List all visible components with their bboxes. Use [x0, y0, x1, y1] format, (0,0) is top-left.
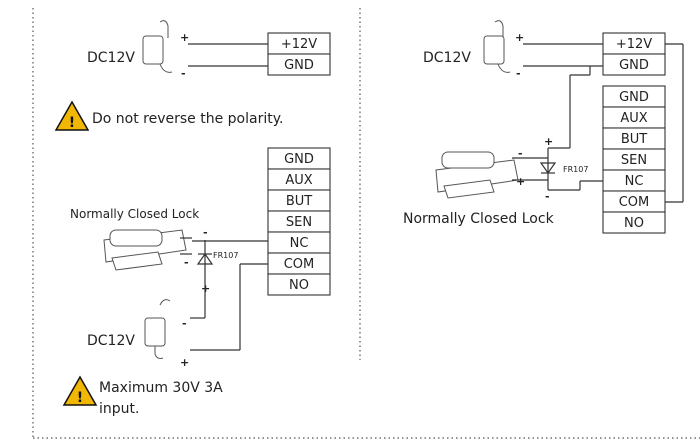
- left-diode-icon: [196, 240, 214, 280]
- left-power-top-label: DC12V: [87, 50, 135, 66]
- left-diode-plus-sign: +: [201, 282, 210, 295]
- max-warning-line1: Maximum 30V 3A: [99, 380, 223, 396]
- left-lock-label: Normally Closed Lock: [70, 207, 199, 221]
- left-power-plus-sign: +: [180, 31, 189, 44]
- right-lock-minus-sign: -: [518, 147, 523, 160]
- left-terminal-block: GND AUX BUT SEN NC COM NO: [267, 147, 331, 296]
- left-terminal-com: COM: [284, 257, 315, 272]
- right-terminal-12v: +12V: [616, 37, 652, 52]
- right-lock-icon: [435, 151, 548, 199]
- right-lock-plus-sign: +: [516, 175, 525, 188]
- left-diode-minus-sign: -: [203, 226, 208, 239]
- svg-text:!: !: [69, 115, 75, 131]
- right-terminal-no: NO: [624, 216, 644, 231]
- max-warning-line2: input.: [99, 401, 139, 417]
- right-power-adapter-icon: [483, 20, 511, 73]
- right-terminal-block: GND AUX BUT SEN NC COM NO: [602, 85, 666, 234]
- right-terminal-nc: NC: [625, 174, 644, 189]
- right-terminal-aux: AUX: [620, 111, 647, 126]
- left-power-terminal-block: +12V GND: [267, 32, 331, 76]
- right-diode-plus-sign: +: [544, 135, 553, 148]
- right-terminal-sen: SEN: [621, 153, 647, 168]
- right-diode-label: FR107: [563, 165, 588, 174]
- left-terminal-12v: +12V: [281, 37, 317, 52]
- right-power-minus-sign: -: [516, 67, 521, 80]
- right-power-plus-sign: +: [515, 31, 524, 44]
- left-lock-icon: [103, 229, 192, 271]
- max-warning-icon: !: [62, 375, 98, 406]
- right-diode-minus-sign: -: [545, 190, 550, 203]
- left-lock-minus-sign: -: [184, 256, 189, 269]
- left-power-adapter-icon: [142, 20, 173, 73]
- left-bottom-minus-sign: -: [182, 317, 187, 330]
- svg-text:!: !: [77, 390, 83, 406]
- right-terminal-gnd: GND: [619, 90, 649, 105]
- left-bottom-plus-sign: +: [180, 356, 189, 369]
- warning-icon: !: [54, 100, 90, 131]
- right-lock-label: Normally Closed Lock: [403, 211, 555, 227]
- right-terminal-gnd-power: GND: [619, 58, 649, 73]
- left-terminal-gnd: GND: [284, 152, 314, 167]
- right-terminal-com: COM: [619, 195, 650, 210]
- left-power-bottom-label: DC12V: [87, 333, 135, 349]
- left-diode-label: FR107: [213, 251, 238, 260]
- left-terminal-but: BUT: [286, 194, 312, 209]
- right-terminal-but: BUT: [621, 132, 647, 147]
- left-terminal-gnd-power: GND: [284, 58, 314, 73]
- left-terminal-aux: AUX: [285, 173, 312, 188]
- dotted-frame: [32, 8, 700, 440]
- left-power-minus-sign: -: [181, 67, 186, 80]
- right-power-terminal-block: +12V GND: [602, 32, 666, 76]
- left-terminal-nc: NC: [290, 236, 309, 251]
- right-power-label: DC12V: [423, 50, 471, 66]
- right-diode-icon: [539, 148, 557, 190]
- left-terminal-sen: SEN: [286, 215, 312, 230]
- left-terminal-no: NO: [289, 278, 309, 293]
- polarity-warning-text: Do not reverse the polarity.: [92, 111, 283, 127]
- left-bottom-power-adapter-icon: [144, 299, 171, 359]
